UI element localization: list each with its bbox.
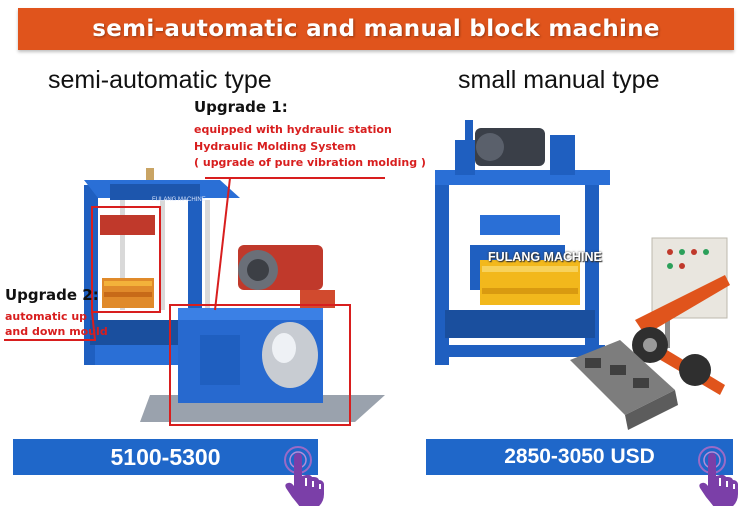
upgrade-2-line: and down mould xyxy=(5,325,108,338)
watermark-brand: FULANG MACHINE xyxy=(488,250,602,264)
semi-automatic-title: semi-automatic type xyxy=(48,66,272,94)
upgrade-1-line: equipped with hydraulic station xyxy=(194,123,392,136)
upgrade-2-line: automatic up xyxy=(5,310,88,323)
semi-automatic-machine-image xyxy=(84,168,385,426)
upgrade-1-line: ( upgrade of pure vibration molding ) xyxy=(194,156,426,169)
semi-automatic-price-button[interactable]: 5100-5300 xyxy=(13,439,318,475)
upgrade-2-details: automatic up and down mould xyxy=(5,309,108,339)
upgrade-2-underline xyxy=(4,339,96,341)
manual-price: 2850-3050 USD xyxy=(504,445,655,468)
upgrade-2-title: Upgrade 2: xyxy=(5,286,99,304)
banner-title: semi-automatic and manual block machine xyxy=(92,16,660,42)
semi-automatic-price: 5100-5300 xyxy=(110,443,221,470)
header-banner: semi-automatic and manual block machine xyxy=(18,8,734,50)
manual-machine-image xyxy=(435,120,730,430)
manual-price-button[interactable]: 2850-3050 USD xyxy=(426,439,733,475)
upgrade-1-line: Hydraulic Molding System xyxy=(194,139,357,153)
manual-title: small manual type xyxy=(458,66,660,94)
tap-hand-icon[interactable] xyxy=(276,444,326,506)
tap-hand-icon[interactable] xyxy=(690,444,740,506)
machine-brand-label: FULANG MACHINE xyxy=(152,197,206,203)
upgrade-1-title: Upgrade 1: xyxy=(194,98,288,116)
upgrade-1-details: equipped with hydraulic station Hydrauli… xyxy=(194,122,426,172)
